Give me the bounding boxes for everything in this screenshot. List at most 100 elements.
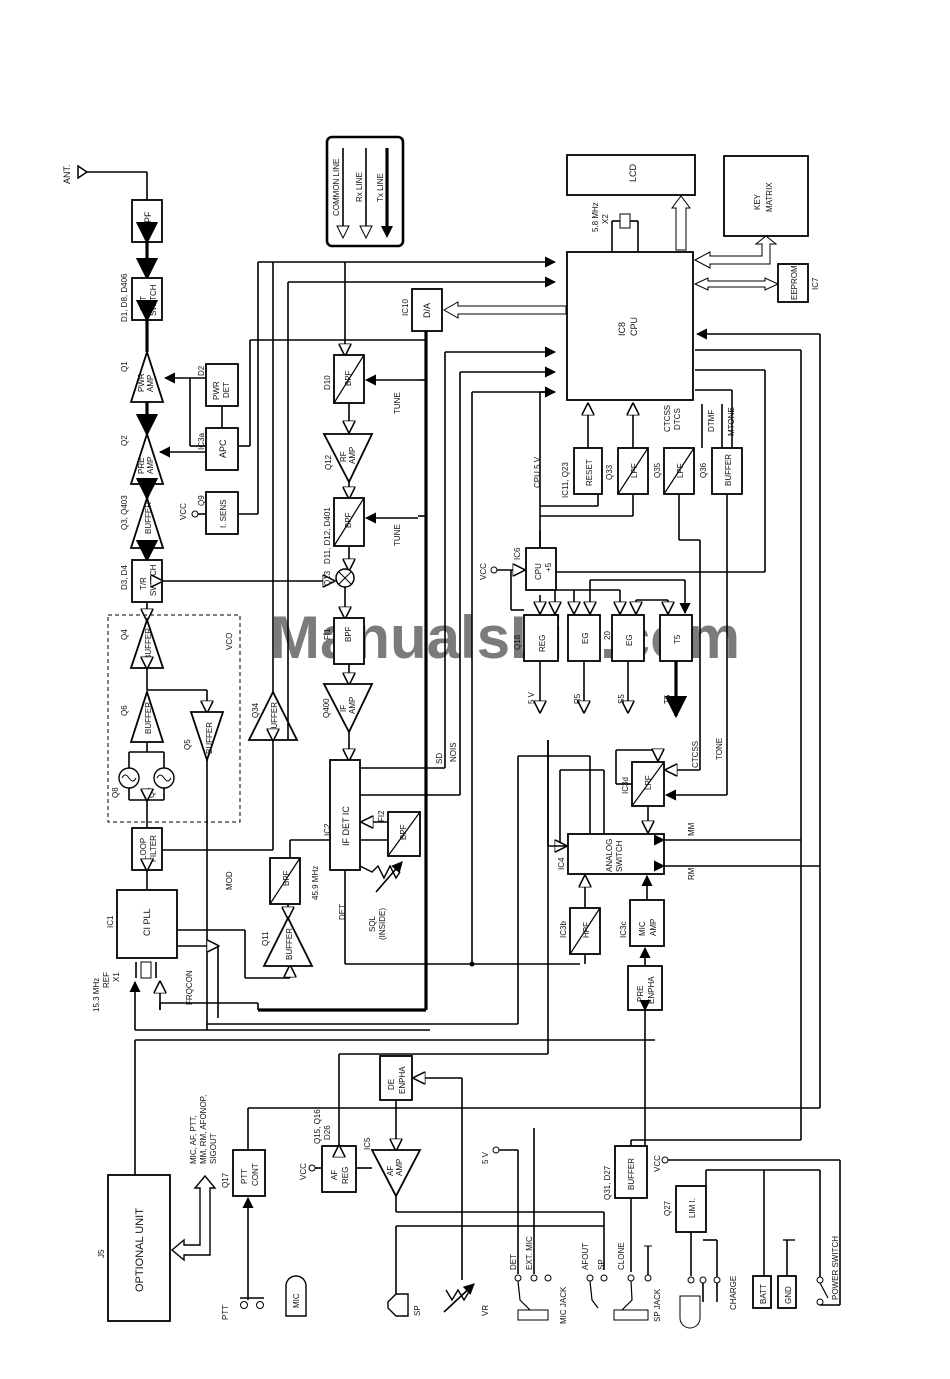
gnd-label: GND — [784, 1286, 793, 1304]
cpu5v-label: CPU 5 V — [533, 456, 542, 488]
bpf-fi1-label: BPF — [344, 626, 353, 642]
lpf-q33-ref-label: Q33 — [605, 464, 614, 480]
buf-q4-ref-label: Q4 — [120, 629, 129, 640]
power-section: RESET IC11, Q23 CPU 5 V LPF Q33 LPF Q35 … — [479, 389, 743, 801]
tx-chain: ANT. LPF ANT SWITCH D1, D8, D406 PWR AMP… — [62, 164, 334, 620]
de-enpha-0-label: DE — [387, 1079, 396, 1090]
rf-amp-1-label: AMP — [348, 447, 357, 464]
lpf-q35-label: LPF — [676, 463, 685, 478]
buffer-q31-label: BUFFER — [627, 1158, 636, 1190]
ptt-cont-1-label: CONT — [251, 1163, 260, 1186]
lpf-ic3d-label: LPF — [644, 775, 653, 790]
mod-label: MOD — [225, 871, 234, 890]
xtal-ref-2-label: X1 — [112, 972, 121, 982]
cpu-label: IC8 — [617, 322, 627, 336]
sp-label: SP — [413, 1305, 422, 1316]
af-reg-ref-0-label: Q15, Q16, — [313, 1107, 322, 1144]
optional-ref-label: J5 — [97, 1249, 106, 1258]
if-det-ref-label: IC2 — [323, 823, 332, 836]
mic-amp-1-label: AMP — [649, 919, 658, 936]
fi2-label: FI2 — [377, 810, 386, 822]
reg-s-label: EG — [625, 634, 634, 646]
pwr-det-0-label: PWR — [212, 381, 221, 400]
ant-switch-0-label: ANT — [139, 296, 148, 312]
pll-section: LOOP FILTER CI PLL IC1 15.3 MHz REF X1 F… — [92, 325, 430, 1031]
optional-unit-label: OPTIONAL UNIT — [134, 1208, 146, 1292]
xtal-cpu-0-label: 5.8 MHz — [591, 202, 600, 232]
reg-s-num-label: 20 — [603, 631, 612, 640]
if-det-label: IF DET IC — [341, 806, 351, 846]
buf-q11-ref-label: Q11 — [261, 931, 270, 946]
da-label: D/A — [422, 303, 432, 318]
pwr-det-ref-label: D2 — [197, 365, 206, 376]
i-sens-label: I. SENS — [219, 500, 228, 528]
pwr-det-1-label: DET — [222, 382, 231, 398]
buffer-q36-ref-label: Q36 — [699, 462, 708, 478]
cpu-sub-label: CPU — [629, 317, 639, 336]
mic-amp-0-label: MIC — [638, 921, 647, 936]
tr-switch-ref-label: D3, D4 — [120, 565, 129, 590]
af-amp-ref-label: IC5 — [363, 1137, 372, 1150]
det-label: DET — [338, 904, 347, 920]
audio-section: ANALOG SWITCH IC4 LPF IC3d MM RM HPF IC3… — [134, 740, 820, 1300]
legend: COMMON LINE Rx LINE Tx LINE — [325, 135, 405, 248]
pll-label: CI PLL — [142, 908, 152, 936]
buf-q11-label: BUFFER — [285, 928, 294, 960]
eeprom-label: EEPROM — [790, 265, 799, 300]
mic-amp-ref-label: IC3c — [619, 922, 628, 938]
batt-label: BATT — [759, 1284, 768, 1304]
pre-amp-0-label: PRE — [137, 458, 146, 474]
pre-enpha-0-label: PRE — [636, 986, 645, 1002]
rf-amp-ref-label: Q12 — [324, 454, 333, 470]
hpf-label: HPF — [582, 922, 591, 938]
pwr-amp-1-label: AMP — [146, 375, 155, 392]
ctcss-dtcs-0-label: CTCSS — [663, 405, 672, 432]
lcd-label: LCD — [628, 163, 638, 182]
if-amp-0-label: IF — [339, 705, 348, 712]
reset-ref-label: IC11, Q23 — [561, 462, 570, 498]
charge-label: CHARGE — [729, 1276, 738, 1310]
rx-chain: BPF D10 TUNE RF AMP Q12 BPF D11, D12, D4… — [238, 256, 580, 967]
bpf-45-label: BPF — [282, 870, 291, 886]
pll-ref-label: IC1 — [106, 915, 115, 928]
i-sens-vcc-label: VCC — [179, 503, 188, 520]
legend-tx: Tx LINE — [376, 173, 385, 202]
lpf-ic3d-ref-label: IC3d — [621, 777, 630, 794]
pre-enpha-1-label: ENPHA — [647, 976, 656, 1004]
det-pin-label: DET — [509, 1254, 518, 1270]
rf-amp-0-label: RF — [339, 451, 348, 462]
mm-label: MM — [687, 822, 696, 836]
pwr-amp-0-label: PWR — [137, 373, 146, 392]
sp-pin-label: SP — [597, 1259, 606, 1270]
vcc-right-label: VCC — [653, 1155, 662, 1172]
rm-label: RM — [687, 867, 696, 880]
sql-1-label: (INSIDE) — [378, 908, 387, 940]
af-amp-1-label: AMP — [395, 1159, 404, 1176]
analog-switch-1-label: SWITCH — [615, 840, 624, 872]
lim-label: LIM I. — [688, 1198, 697, 1218]
io-section: OPTIONAL UNIT J5 MIC, AF, PTT, MM, RM, A… — [97, 1095, 841, 1329]
lpf-q33-label: LPF — [630, 463, 639, 478]
opt-signals-0-label: MIC, AF, PTT, — [189, 1115, 198, 1164]
legend-rx: Rx LINE — [355, 172, 364, 202]
s5-label: S5 — [617, 694, 626, 704]
xtal-ref-1-label: REF — [102, 972, 111, 988]
reg-ref-label: Q18 — [513, 634, 522, 650]
ant-switch-1-label: SWITCH — [149, 284, 158, 316]
sql-0-label: SQL — [368, 915, 377, 932]
da-ref-label: IC10 — [401, 299, 410, 316]
reg-r-label: EG — [581, 632, 590, 644]
v5-af-label: 5 V — [481, 1151, 490, 1164]
if-amp-1-label: AMP — [348, 697, 357, 714]
loop-filter-1-label: FILTER — [149, 835, 158, 862]
ptt-label: PTT — [221, 1305, 230, 1320]
mic-label: MIC — [292, 1293, 301, 1308]
buf-q4-label: BUFFER — [144, 628, 153, 660]
opt-signals-1-label: MM, RM, AFONOP, — [199, 1095, 208, 1164]
buffer-tx-label: BUFFER — [144, 502, 153, 534]
analog-switch-ref-label: IC4 — [557, 857, 566, 870]
xtal-cpu-1-label: X2 — [601, 214, 610, 224]
pre-amp-ref-label: Q2 — [120, 435, 129, 446]
osc-q7-label: Q7 — [147, 787, 156, 798]
buffer-q31-ref-label: Q31, D27 — [603, 1165, 612, 1200]
